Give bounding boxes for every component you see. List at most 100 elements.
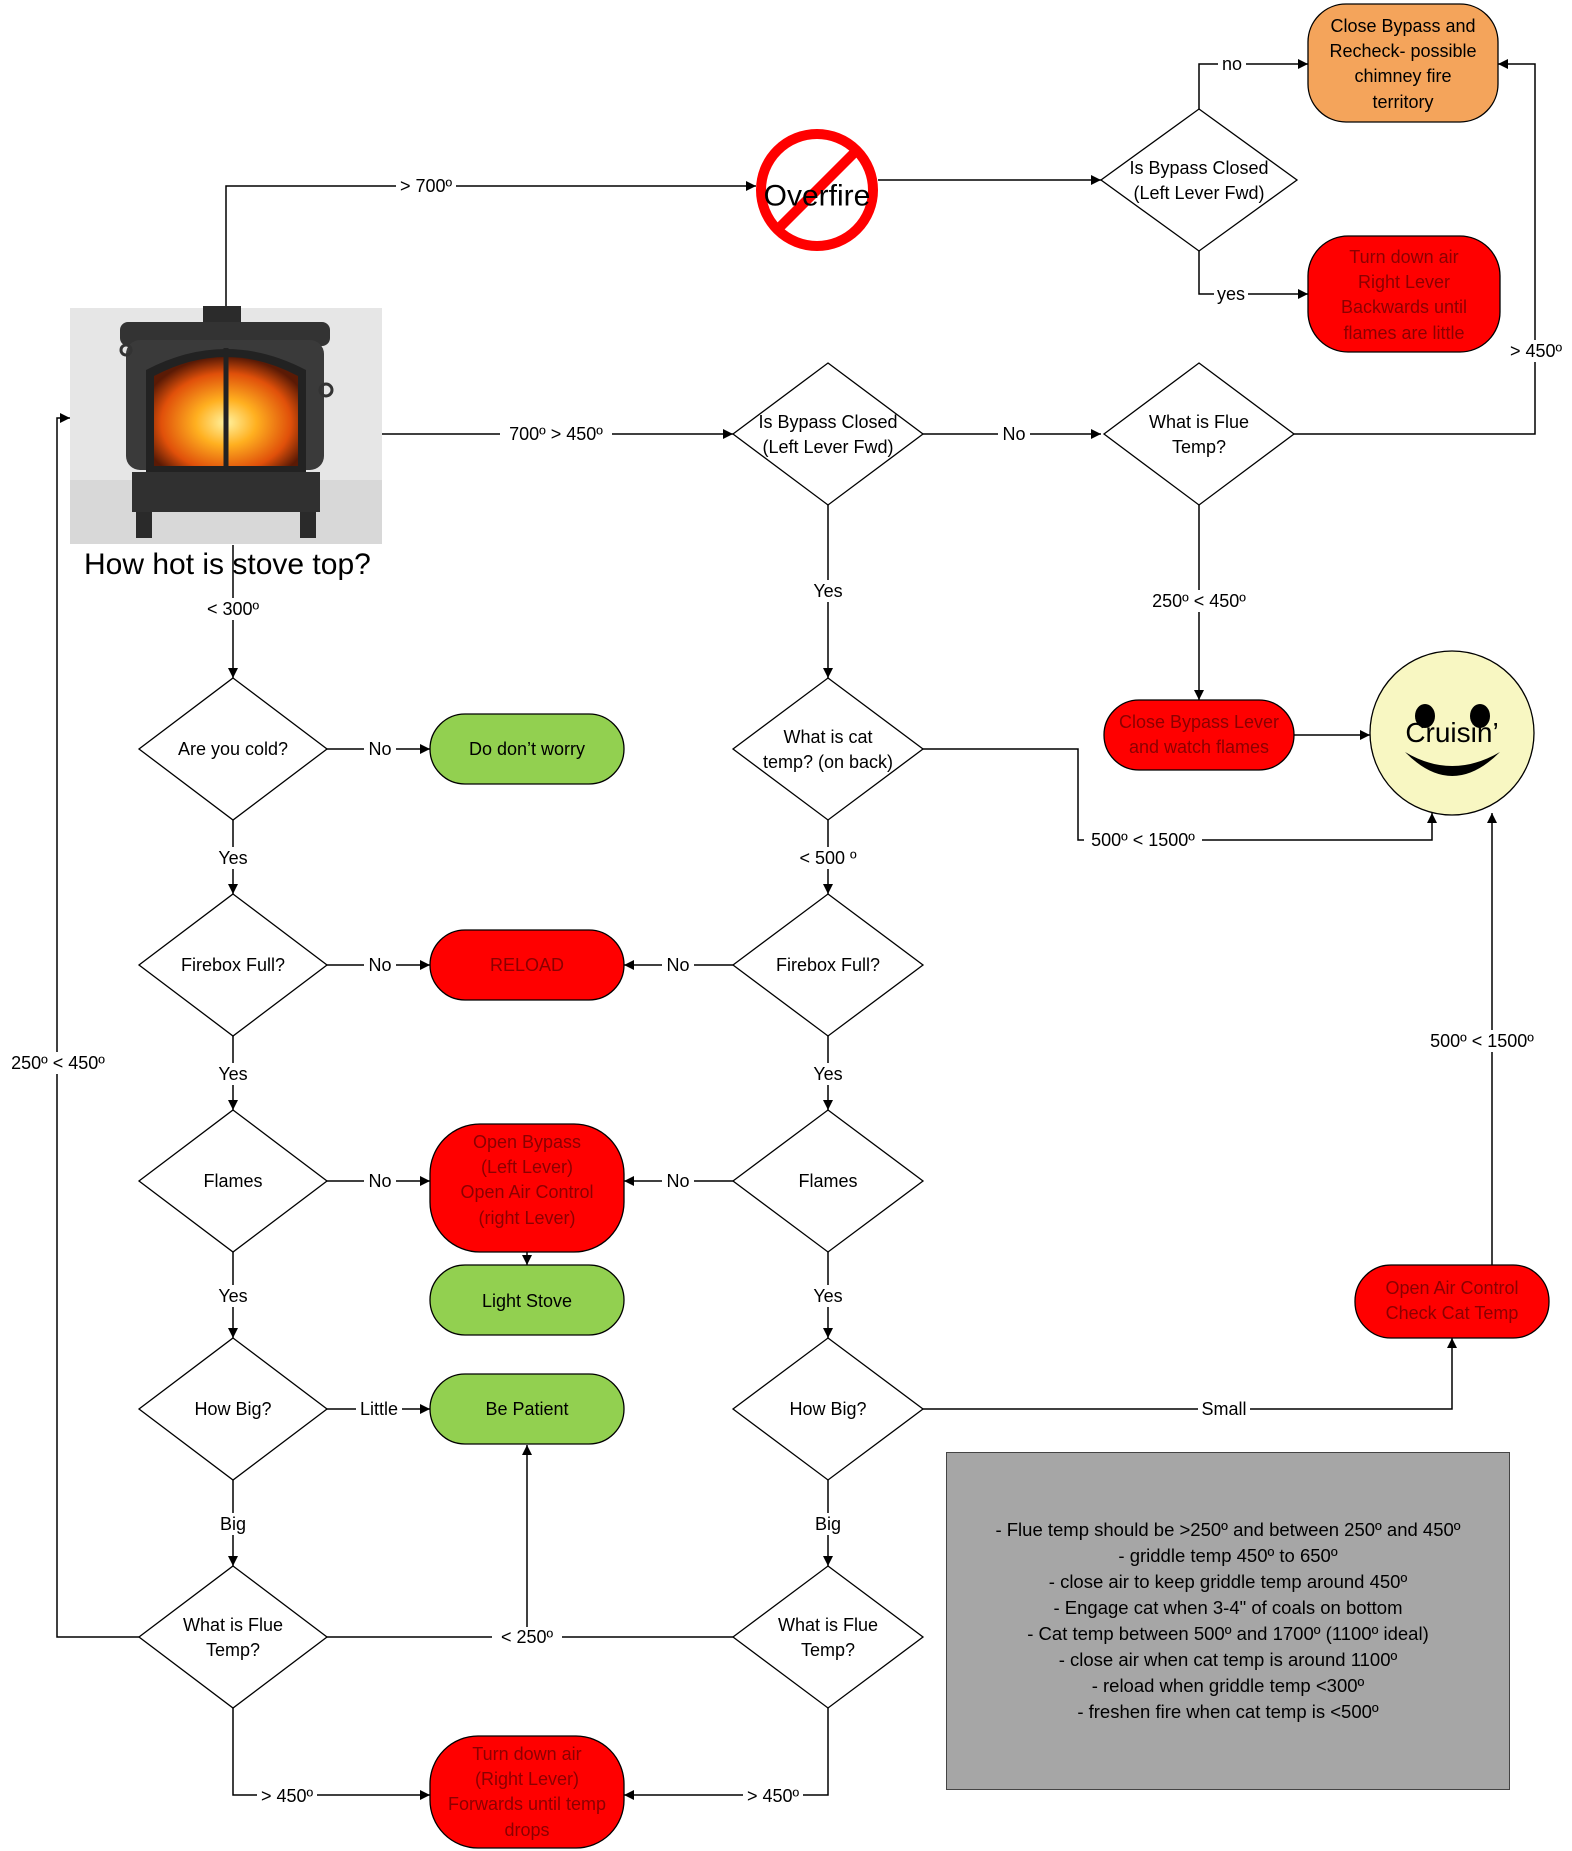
label-flue-gt450: > 450º (1510, 341, 1563, 361)
open-bypass-line3: Open Air Control (460, 1182, 593, 1202)
label-fireboxL-no: No (368, 955, 391, 975)
label-cold-no: No (368, 739, 391, 759)
label-big-right: Big (815, 1514, 841, 1534)
cruisin-smiley-icon: Cruisin’ (1369, 650, 1535, 816)
decision-flames-left (137, 1109, 329, 1253)
note-line: - Flue temp should be >250º and between … (995, 1519, 1461, 1540)
label-big-left: Big (220, 1514, 246, 1534)
label-lt300: < 300º (207, 599, 260, 619)
reload-text: RELOAD (490, 955, 564, 975)
firebox-left-text: Firebox Full? (181, 955, 285, 975)
label-flueL-gt450: > 450º (261, 1786, 314, 1806)
close-bypass-watch-line2: and watch flames (1129, 737, 1269, 757)
label-fireboxL-yes: Yes (218, 1064, 247, 1084)
label-flamesR-yes: Yes (813, 1286, 842, 1306)
edge-stove-overfire (225, 181, 756, 310)
flames-right-text: Flames (798, 1171, 857, 1191)
turn-down-forwards-line4: drops (504, 1820, 549, 1840)
label-700-450: 700º > 450º (509, 424, 603, 444)
edge-cat-cruisin (923, 748, 1437, 841)
flue-left-line1: What is Flue (183, 1615, 283, 1635)
light-stove-box (429, 1264, 625, 1336)
decision-flue-right (731, 1565, 925, 1709)
turn-down-backwards-line1: Turn down air (1349, 247, 1458, 267)
cruisin-label: Cruisin’ (1405, 717, 1498, 748)
label-lt250: < 250º (501, 1627, 554, 1647)
flue-top-line1: What is Flue (1149, 412, 1249, 432)
turn-down-backwards-line2: Right Lever (1358, 272, 1450, 292)
edge-flueL-turndown (232, 1708, 430, 1800)
label-cold-yes: Yes (218, 848, 247, 868)
close-bypass-recheck-line4: territory (1372, 92, 1433, 112)
close-bypass-watch-line1: Close Bypass Lever (1119, 712, 1279, 732)
decision-cat-temp (731, 677, 925, 821)
stove-question-title: How hot is stove top? (84, 548, 371, 581)
label-cat-500-1500: 500º < 1500º (1091, 830, 1195, 850)
open-air-check-cat-line2: Check Cat Temp (1386, 1303, 1519, 1323)
label-flamesL-yes: Yes (218, 1286, 247, 1306)
edge-flueL-stove (56, 413, 139, 1638)
decision-flue-top (1102, 362, 1296, 506)
turn-down-forwards-line1: Turn down air (472, 1744, 581, 1764)
note-line: - close air when cat temp is around 1100… (1058, 1649, 1398, 1670)
label-yes-mid: Yes (813, 581, 842, 601)
label-flueL-250-450: 250º < 450º (11, 1053, 105, 1073)
open-bypass-line2: (Left Lever) (481, 1157, 573, 1177)
decision-flames-right (731, 1109, 925, 1253)
be-patient-box (429, 1373, 625, 1445)
turn-down-backwards-line3: Backwards until (1341, 297, 1467, 317)
close-bypass-recheck-box (1307, 3, 1499, 123)
howbig-left-text: How Big? (194, 1399, 271, 1419)
are-you-cold-text: Are you cold? (178, 739, 288, 759)
edge-bypass-no (1198, 59, 1308, 109)
edge-flue-gt450 (1294, 59, 1536, 435)
bypass-mid-line2: (Left Lever Fwd) (762, 437, 893, 457)
close-bypass-recheck-line2: Recheck- possible (1329, 41, 1476, 61)
firebox-right-text: Firebox Full? (776, 955, 880, 975)
edge-howbigR-openair (923, 1338, 1457, 1410)
note-line: - Engage cat when 3-4" of coals on botto… (1053, 1597, 1403, 1618)
open-air-check-cat-box (1354, 1264, 1550, 1339)
decision-firebox-right (731, 893, 925, 1037)
turn-down-forwards-line2: (Right Lever) (475, 1769, 579, 1789)
edge-bypass-yes (1198, 251, 1308, 299)
howbig-right-text: How Big? (789, 1399, 866, 1419)
notes-box: - Flue temp should be >250º and between … (946, 1452, 1510, 1790)
decision-are-you-cold (137, 677, 329, 821)
open-bypass-line1: Open Bypass (473, 1132, 581, 1152)
bypass-top-line1: Is Bypass Closed (1129, 158, 1268, 178)
turn-down-backwards-line4: flames are little (1343, 323, 1464, 343)
decision-bypass-mid (731, 362, 925, 506)
label-small: Small (1201, 1399, 1246, 1419)
cat-temp-line2: temp? (on back) (763, 752, 893, 772)
label-openair-500-1500: 500º < 1500º (1430, 1031, 1534, 1051)
turn-down-forwards-box (429, 1735, 625, 1849)
reload-box (429, 929, 625, 1001)
wood-stove-image (70, 306, 382, 544)
prohibited-icon (756, 129, 878, 251)
label-lt500: < 500 º (799, 848, 857, 868)
flue-right-line2: Temp? (801, 1640, 855, 1660)
label-no-mid: No (1002, 424, 1025, 444)
label-flue-250-450: 250º < 450º (1152, 591, 1246, 611)
label-fireboxR-no: No (666, 955, 689, 975)
bypass-top-line2: (Left Lever Fwd) (1133, 183, 1264, 203)
open-bypass-line4: (right Lever) (478, 1208, 575, 1228)
flue-left-line2: Temp? (206, 1640, 260, 1660)
close-bypass-recheck-line3: chimney fire (1354, 66, 1451, 86)
bypass-mid-line1: Is Bypass Closed (758, 412, 897, 432)
close-bypass-watch-box (1103, 699, 1295, 771)
label-yes: yes (1217, 284, 1245, 304)
turn-down-backwards-box (1307, 235, 1501, 353)
decision-howbig-right (731, 1337, 925, 1481)
overfire-label: Overfire (764, 180, 871, 213)
flue-right-line1: What is Flue (778, 1615, 878, 1635)
cat-temp-line1: What is cat (783, 727, 872, 747)
be-patient-text: Be Patient (485, 1399, 568, 1419)
do-dont-worry-box (429, 713, 625, 785)
note-line: - Cat temp between 500º and 1700º (1100º… (1027, 1623, 1429, 1644)
light-stove-text: Light Stove (482, 1291, 572, 1311)
note-line: - griddle temp 450º to 650º (1118, 1545, 1338, 1566)
note-line: - freshen fire when cat temp is <500º (1077, 1701, 1379, 1722)
